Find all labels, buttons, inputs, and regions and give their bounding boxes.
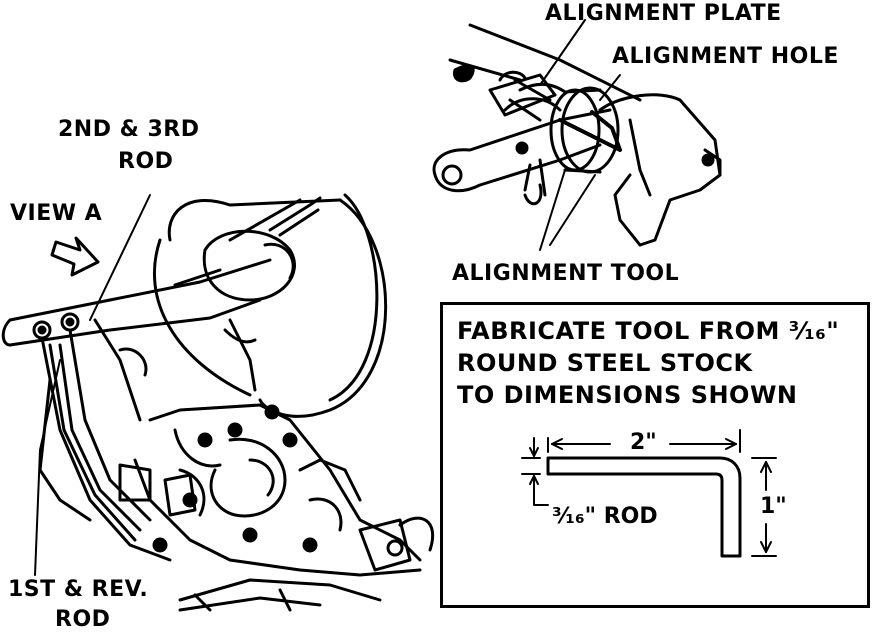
dimension-rod-label: ³⁄₁₆" ROD: [552, 504, 658, 529]
alignment-detail-drawing: [432, 19, 722, 251]
tool-instruction-line-1: FABRICATE TOOL FROM ³⁄₁₆": [457, 317, 840, 345]
label-alignment-plate: ALIGNMENT PLATE: [545, 1, 782, 26]
tool-dimension-drawing: [521, 429, 777, 558]
tool-instruction-line-2: ROUND STEEL STOCK: [457, 349, 753, 377]
tool-instruction-line-3: TO DIMENSIONS SHOWN: [457, 381, 798, 409]
label-2nd-3rd-rod-line2: ROD: [118, 149, 174, 174]
label-alignment-tool: ALIGNMENT TOOL: [452, 261, 680, 286]
dimension-height-label: 1": [760, 494, 787, 519]
column-transmission-drawing: [1, 193, 435, 612]
tool-fabrication-box: FABRICATE TOOL FROM ³⁄₁₆" ROUND STEEL ST…: [440, 302, 870, 608]
label-2nd-3rd-rod-line1: 2ND & 3RD: [58, 117, 200, 142]
label-1st-rev-rod-line1: 1ST & REV.: [8, 577, 149, 602]
dimension-length-label: 2": [630, 430, 657, 455]
label-view-a: VIEW A: [10, 201, 103, 226]
label-alignment-hole: ALIGNMENT HOLE: [612, 44, 839, 69]
label-1st-rev-rod-line2: ROD: [55, 607, 111, 632]
